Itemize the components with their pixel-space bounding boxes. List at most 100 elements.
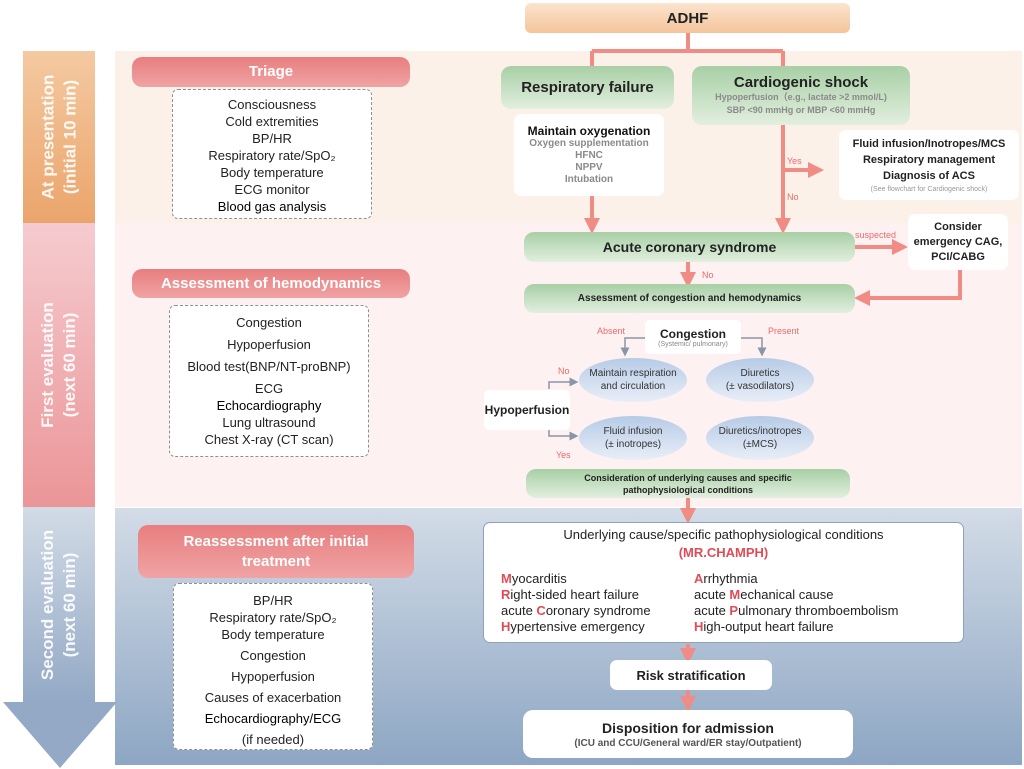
quadrant-diuretics-inotropes: Diuretics/inotropes (±MCS) [706, 416, 814, 460]
oxygenation-item: NPPV [575, 162, 603, 173]
hypoperfusion-box: Hypoperfusion [484, 390, 570, 430]
risk-stratification-label: Risk stratification [636, 667, 746, 683]
mnemonic-item: Myocarditis [501, 571, 567, 586]
reassessment-title: Reassessment after initial [183, 532, 369, 550]
cardiogenic-shock-criteria: Hypoperfusion（e.g., lactate >2 mmol/L) [715, 92, 887, 102]
quadrant-fluid-infusion: Fluid infusion (± inotropes) [579, 416, 687, 460]
oxygenation-box: Maintain oxygenation Oxygen supplementat… [514, 114, 664, 196]
hemodynamics-item: Echocardiography [216, 398, 322, 413]
mnemonic-letter: M [501, 571, 512, 586]
mnemonic-item: High-output heart failure [694, 619, 834, 634]
congestion-absent-label: Absent [597, 326, 626, 336]
assessment-congestion-box: Assessment of congestion and hemodynamic… [524, 284, 855, 313]
cardiogenic-shock-box: Cardiogenic shock Hypoperfusion（e.g., la… [692, 66, 910, 125]
emergency-line: Consider [934, 220, 982, 233]
quadrant-line: Fluid infusion [603, 426, 663, 437]
mnemonic-letter: H [694, 619, 704, 634]
phase-label: At presentation [38, 74, 57, 200]
mnemonic-item: Arrhythmia [694, 571, 758, 586]
shock-action-item: Respiratory management [862, 153, 996, 166]
oxygenation-title: Maintain oxygenation [527, 124, 651, 138]
acs-label: Acute coronary syndrome [602, 239, 777, 255]
hemodynamics-item: Chest X-ray (CT scan) [204, 432, 334, 447]
disposition-title: Disposition for admission [602, 719, 774, 736]
respiratory-failure-box: Respiratory failure [501, 66, 674, 109]
reassessment-item: (if needed) [241, 732, 305, 747]
acs-suspected-label: suspected [855, 230, 897, 240]
quadrant-line: Diuretics [740, 368, 780, 379]
mnemonic-item: acute Coronary syndrome [501, 603, 651, 618]
adhf-box: ADHF [525, 3, 850, 33]
phase-bar-first-evaluation: First evaluation(next 60 min) [23, 223, 95, 507]
mnemonic-item: Right-sided heart failure [501, 587, 640, 602]
underlying-title: Underlying cause/specific pathophysiolog… [563, 527, 884, 542]
congestion-box: Congestion (Systemic/ pulmonary) [645, 320, 741, 354]
timeline-arrow-head-icon [3, 702, 117, 768]
oxygenation-item: Oxygen supplementation [529, 138, 649, 149]
shock-action-item: Diagnosis of ACS [883, 169, 975, 182]
mnemonic-letter: C [536, 603, 546, 618]
quadrant-line: (±MCS) [742, 439, 778, 450]
assessment-congestion-label: Assessment of congestion and hemodynamic… [577, 293, 802, 304]
phase-bar-at-presentation: At presentation(initial 10 min) [23, 51, 95, 223]
triage-checklist: Consciousness Cold extremities BP/HR Res… [172, 89, 372, 219]
quadrant-line: (± inotropes) [604, 439, 662, 450]
shock-flowchart-note: (See flowchart for Cardiogenic shock) [870, 185, 988, 193]
triage-title: Triage [248, 63, 294, 80]
hypoperfusion-no-label: No [558, 366, 570, 376]
hemodynamics-item: Congestion [236, 315, 302, 330]
hypoperfusion-yes-label: Yes [556, 450, 571, 460]
cardiogenic-shock-title: Cardiogenic shock [733, 74, 869, 91]
risk-stratification-box: Risk stratification [610, 660, 772, 690]
quadrant-line: (± vasodilators) [725, 381, 795, 392]
quadrant-diuretics-vasodilators: Diuretics (± vasodilators) [706, 358, 814, 402]
reassessment-item: BP/HR [253, 593, 293, 608]
triage-item: Respiratory rate/SpO₂ [208, 148, 336, 163]
hemodynamics-checklist: Congestion Hypoperfusion Blood test(BNP/… [169, 305, 369, 457]
reassessment-item: Echocardiography/ECG [204, 711, 342, 726]
oxygenation-item: HFNC [575, 150, 603, 161]
reassessment-item: Body temperature [221, 627, 325, 642]
congestion-subtitle: (Systemic/ pulmonary) [658, 340, 728, 348]
shock-action-item: Fluid infusion/Inotropes/MCS [852, 137, 1006, 150]
triage-item: Consciousness [227, 97, 317, 112]
shock-yes-label: Yes [787, 156, 802, 166]
mnemonic-item: Hypertensive emergency [501, 619, 645, 634]
disposition-box: Disposition for admission (ICU and CCU/G… [523, 710, 853, 758]
oxygenation-item: Intubation [564, 174, 614, 185]
mnemonic-label: (MR.CHAMPH) [678, 545, 769, 560]
phase-sublabel: (initial 10 min) [60, 79, 79, 195]
phase-sublabel: (next 60 min) [60, 312, 80, 418]
mnemonic-letter: P [729, 603, 739, 618]
cardiogenic-shock-criteria: SBP <90 mmHg or MBP <60 mmHg [726, 105, 876, 115]
mnemonic-letter: M [729, 587, 741, 602]
emergency-line: emergency CAG, [913, 235, 1003, 248]
phase-label: First evaluation [38, 302, 58, 428]
triage-item: ECG monitor [234, 182, 310, 197]
acs-box: Acute coronary syndrome [524, 232, 855, 262]
hemodynamics-item: Blood test(BNP/NT-proBNP) [187, 359, 351, 374]
phase-label: Second evaluation [38, 529, 58, 680]
shock-actions-box: Fluid infusion/Inotropes/MCS Respiratory… [839, 130, 1019, 200]
consideration-line: Consideration of underlying causes and s… [584, 472, 792, 483]
phase-sublabel: (next 60 min) [60, 552, 80, 657]
hemodynamics-item: Lung ultrasound [222, 415, 316, 430]
emergency-line: PCI/CABG [931, 250, 985, 263]
respiratory-failure-label: Respiratory failure [521, 79, 654, 96]
triage-item: Cold extremities [225, 114, 319, 129]
quadrant-line: Diuretics/inotropes [718, 426, 802, 437]
congestion-present-label: Present [768, 326, 800, 336]
consideration-line: pathophysiological conditions [622, 484, 753, 495]
reassessment-checklist: BP/HR Respiratory rate/SpO₂ Body tempera… [173, 583, 373, 750]
hemodynamics-title: Assessment of hemodynamics [160, 274, 382, 292]
triage-header: Triage [132, 57, 410, 87]
triage-item: Body temperature [220, 165, 324, 180]
reassessment-item: Hypoperfusion [231, 669, 315, 684]
mnemonic-item: acute Mechanical cause [694, 587, 834, 602]
disposition-options: (ICU and CCU/General ward/ER stay/Outpat… [574, 737, 802, 749]
mnemonic-letter: R [501, 587, 511, 602]
hypoperfusion-label: Hypoperfusion [484, 403, 570, 417]
